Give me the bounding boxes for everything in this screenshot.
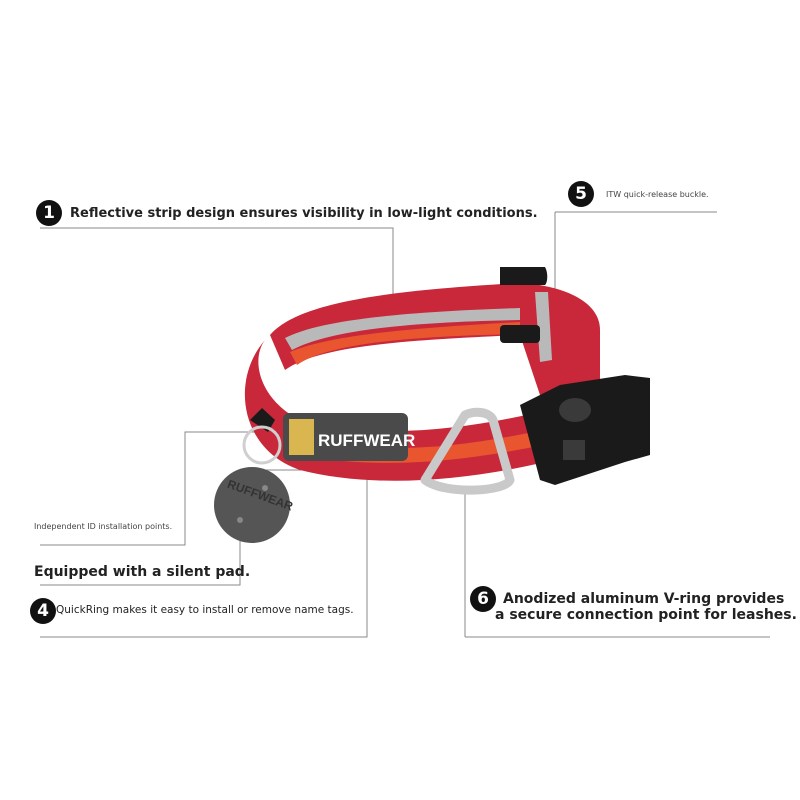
top-clip [500,267,548,285]
reflective-strip-right [535,292,552,362]
buckle-callout: ITW quick-release buckle. [606,190,709,199]
brand-logo-dog [289,419,314,455]
reflective-strip-callout: Reflective strip design ensures visibili… [70,206,538,221]
brand-patch [283,413,408,461]
brand-label: RUFFWEAR [318,431,415,450]
tag-rivet-1 [262,485,268,491]
collar-front-band [300,412,545,481]
collar-back-orange [290,322,520,365]
tag-rivet-2 [237,517,243,523]
top-clip-lower [500,325,540,343]
silent-pad-callout: Equipped with a silent pad. [34,564,251,580]
d-ring-attachment [250,408,275,432]
buckle-hole-top [559,398,591,422]
id-tag [214,467,290,543]
v-ring-callout-line1: Anodized aluminum V-ring provides [503,591,785,607]
quick-ring [242,425,282,465]
callout-number-5: 5 [568,181,594,207]
callout-number-1: 1 [36,200,62,226]
reflective-strip-back [285,308,520,350]
v-ring-callout-line2: a secure connection point for leashes. [495,607,797,623]
callout-number-4: 4 [30,598,56,624]
quick-release-buckle [520,375,650,485]
callout-number-6: 6 [470,586,496,612]
v-ring [420,407,515,495]
quickring-callout: QuickRing makes it easy to install or re… [56,604,354,616]
buckle-hole-bottom [563,440,585,460]
id-installation-callout: Independent ID installation points. [34,522,173,531]
